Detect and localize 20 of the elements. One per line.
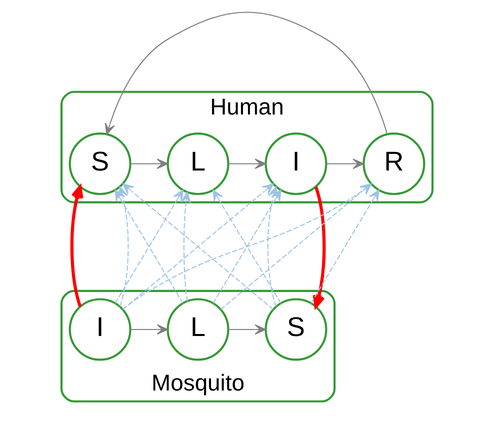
arrow (228, 324, 266, 335)
node-circle: I (264, 132, 327, 196)
arrow (228, 158, 266, 169)
arrow (114, 190, 183, 304)
arrow (130, 158, 168, 169)
node-circle: L (166, 298, 229, 361)
node-circle: R (362, 132, 425, 196)
arrow (180, 192, 191, 302)
node-circle: I (68, 298, 131, 361)
arrow (122, 183, 274, 310)
arrow (266, 186, 278, 307)
node-circle: L (166, 132, 229, 196)
arrow (326, 158, 364, 169)
arrow (310, 190, 379, 304)
node-circle: S (68, 132, 131, 196)
arrow (104, 12, 388, 135)
arrow (130, 324, 168, 335)
node-circle: S (264, 298, 327, 361)
arrow (70, 185, 83, 307)
arrow (312, 186, 326, 308)
